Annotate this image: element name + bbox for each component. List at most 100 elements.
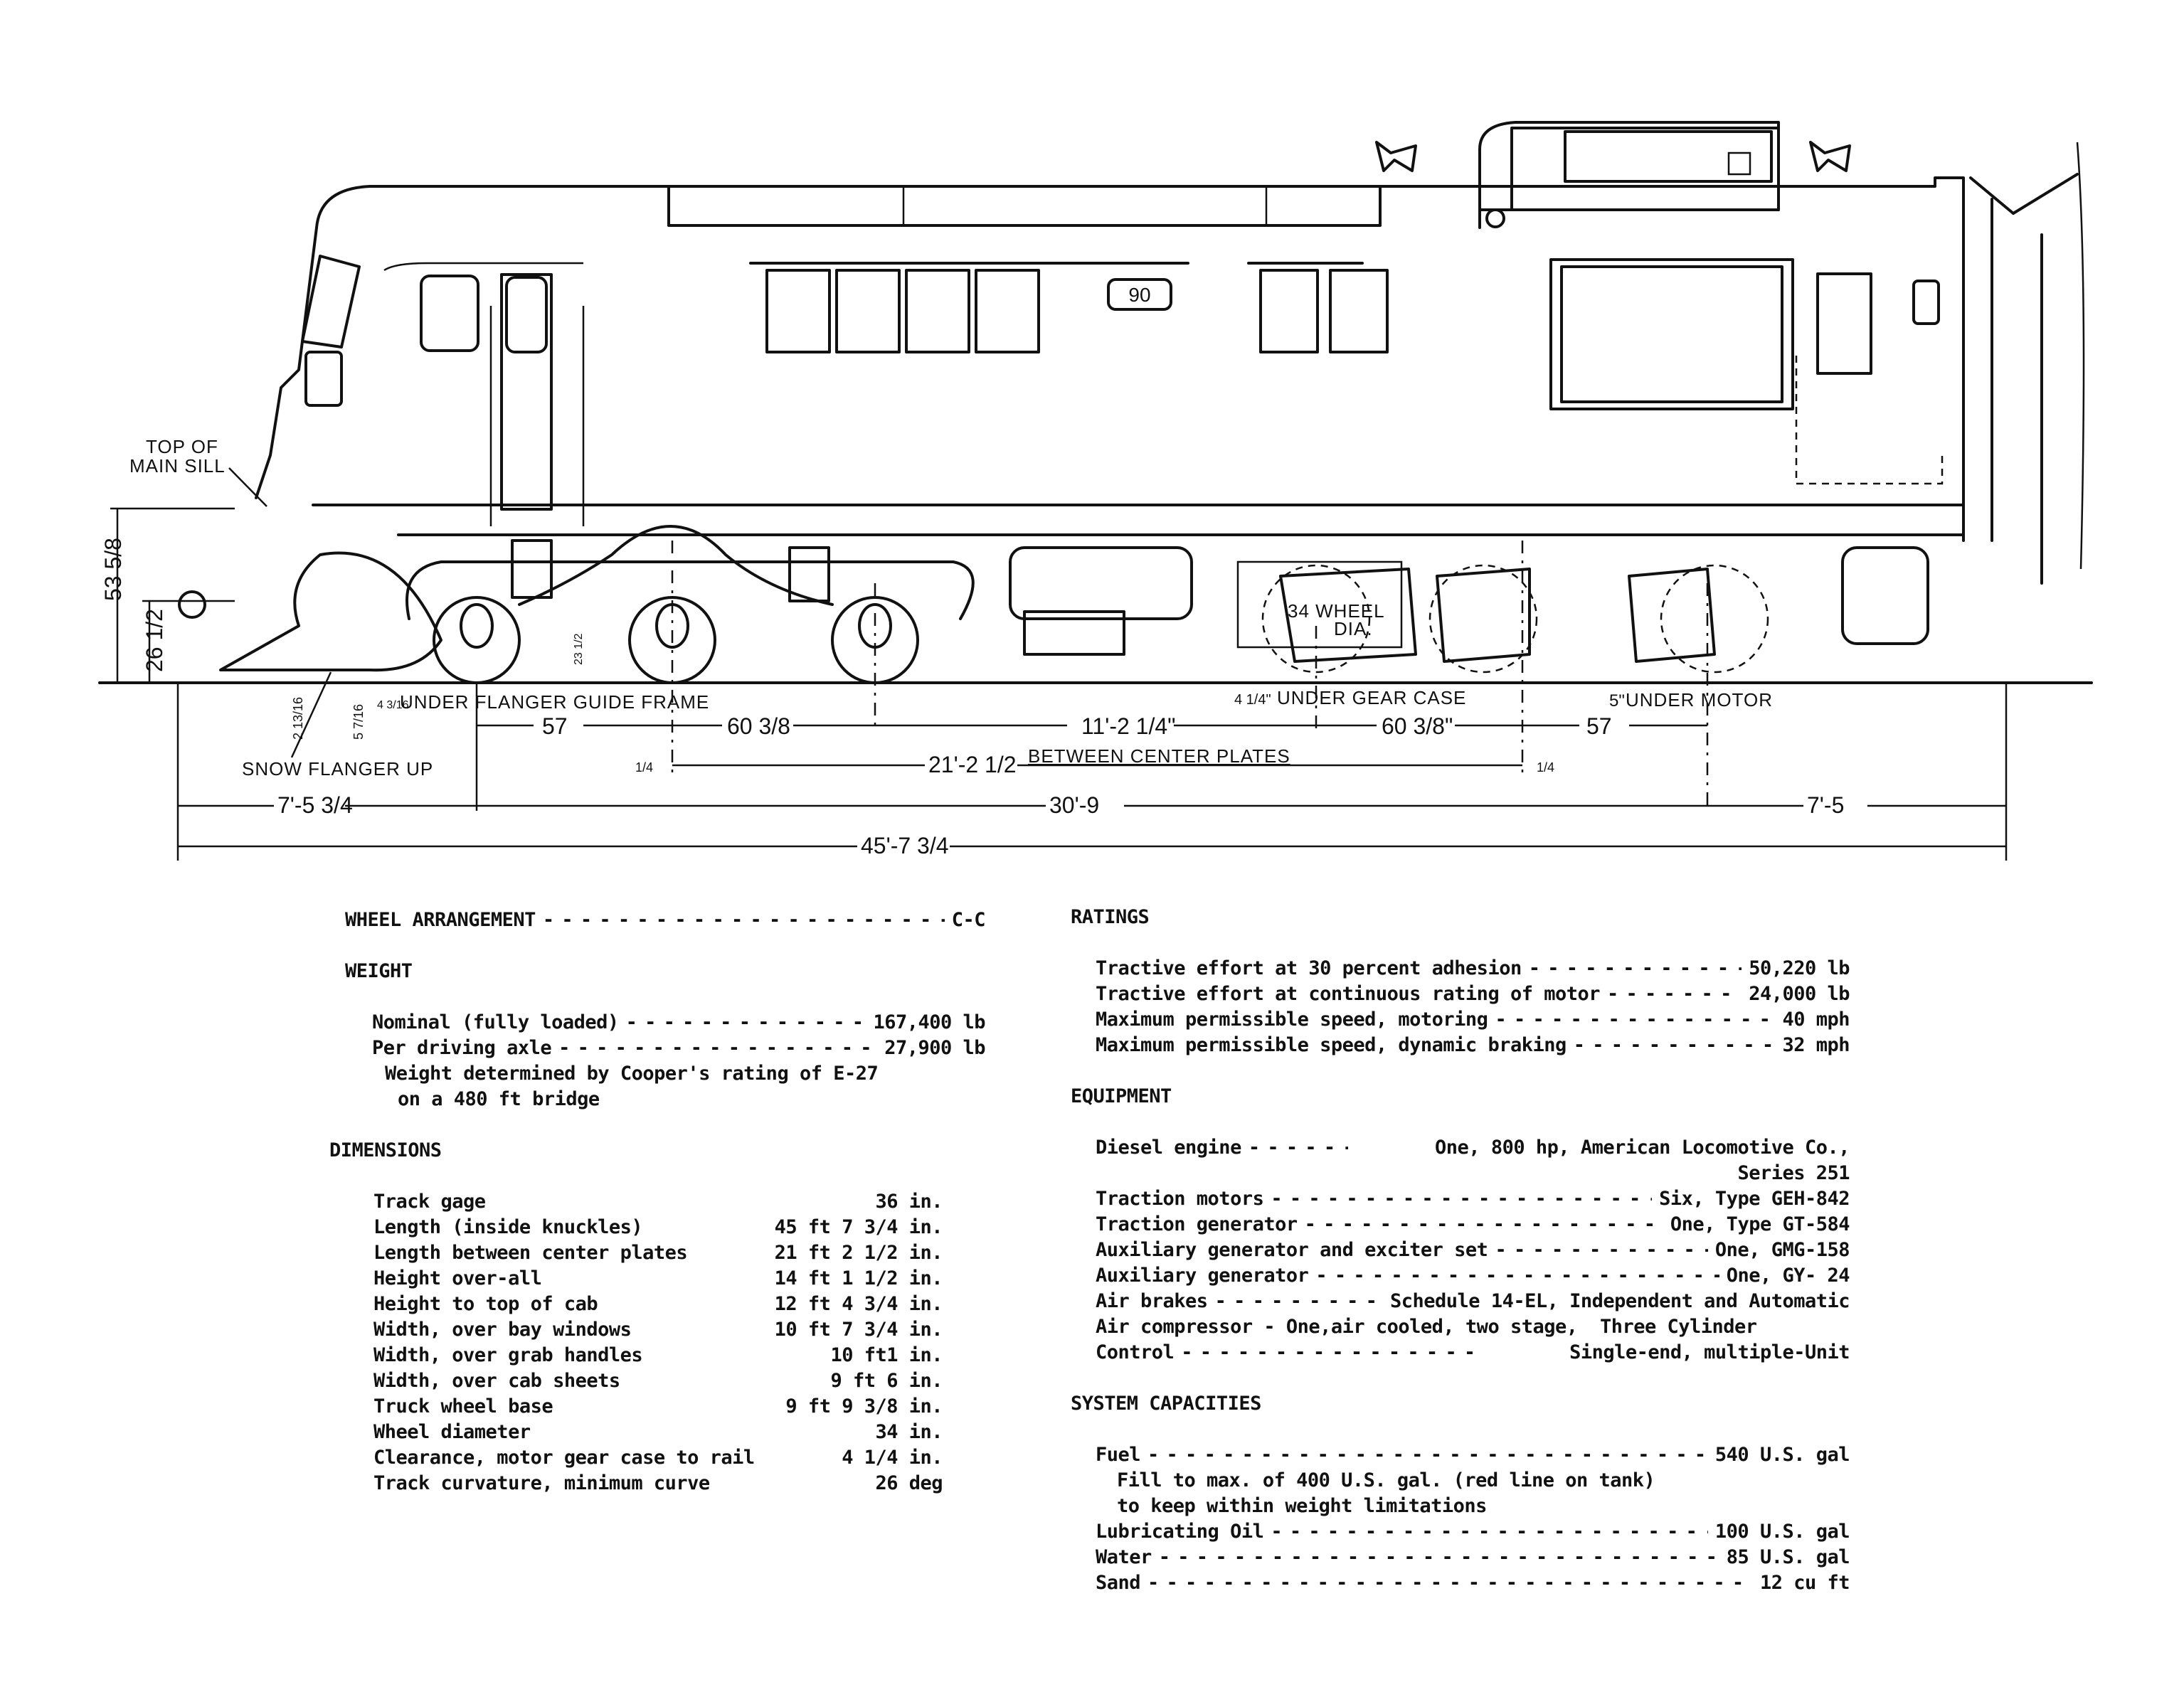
spec-label: Tractive effort at 30 percent adhesion [1096, 957, 1522, 979]
dim-overhang-rear: 7'-5 [1807, 792, 1844, 818]
leader-dots [1249, 1135, 1348, 1161]
leader-dots [1271, 1519, 1708, 1545]
leader-dots [1271, 1186, 1652, 1212]
weight-section: Nominal (fully loaded) 167,400 lb Per dr… [345, 1010, 985, 1112]
spec-label: Nominal (fully loaded) [372, 1011, 619, 1033]
leader-dots [1607, 981, 1742, 1007]
spec-label: Auxiliary generator [1096, 1265, 1309, 1287]
spec-wheel-arrangement: WHEEL ARRANGEMENT C-C [345, 908, 986, 933]
spec-row: Nominal (fully loaded) 167,400 lb [372, 1010, 985, 1036]
dim-flanger-guide: 4 3/16 [377, 699, 409, 711]
spec-value: One, GMG-158 [1714, 1239, 1850, 1261]
spec-row-control: Control Single-end, multiple-Unit [1096, 1340, 1850, 1366]
dim-height-sill: 53 5/8 [100, 538, 126, 601]
dim-truck-1-b: 60 3/8 [727, 713, 790, 739]
spec-value: Six, Type GEH-842 [1659, 1188, 1850, 1210]
leader-dots [1315, 1263, 1719, 1289]
weight-note: on a 480 ft bridge [398, 1088, 600, 1110]
equipment-section: Diesel engine One, 800 hp, American Loco… [1071, 1135, 1850, 1366]
leader-dots [1147, 1570, 1753, 1596]
ratings-section: Tractive effort at 30 percent adhesion50… [1071, 956, 1850, 1058]
spec-row: Tractive effort at 30 percent adhesion50… [1096, 956, 1850, 981]
spec-value: 85 U.S. gal [1726, 1546, 1850, 1568]
dim-flanger-clear-1: 2 13/16 [291, 697, 305, 740]
leader-dots [1215, 1289, 1383, 1314]
label-snow-flanger-up: SNOW FLANGER UP [242, 758, 433, 780]
cab-nose [301, 255, 585, 526]
spec-value: 9 ft 6 in. [830, 1370, 943, 1392]
dim-flanger-clear-2: 5 7/16 [351, 704, 366, 740]
label-top-of-main-sill-1: TOP OF [146, 436, 218, 457]
spec-row-diesel: Diesel engine One, 800 hp, American Loco… [1096, 1135, 1850, 1161]
rear-truck [1261, 564, 1769, 674]
unit-number-plate: 90 [1107, 278, 1172, 311]
snow-flanger [219, 551, 442, 672]
section-heading-ratings: RATINGS [1071, 906, 1150, 928]
spec-row: Tractive effort at continuous rating of … [1096, 981, 1850, 1007]
spacer [687, 1240, 775, 1266]
spec-value: Single-end, multiple-Unit [1569, 1341, 1850, 1363]
spec-label: Truck wheel base [373, 1395, 553, 1417]
spec-row: Traction generatorOne, Type GT-584 [1096, 1212, 1850, 1238]
annotations: TOP OF MAIN SILL SNOW FLANGER UP 4 3/16 … [129, 436, 1772, 780]
spacer [631, 1317, 774, 1343]
spec-value: 24,000 lb [1749, 983, 1850, 1005]
section-heading-capacities: SYSTEM CAPACITIES [1071, 1393, 1261, 1415]
leader-dots [558, 1036, 877, 1061]
spec-label: Traction generator [1096, 1213, 1298, 1235]
label-wheel-dia-1: 34 WHEEL [1288, 600, 1385, 622]
spec-label: Lubricating Oil [1096, 1521, 1264, 1543]
leader-dots [1495, 1007, 1775, 1033]
spec-value: 167,400 lb [873, 1011, 985, 1033]
spec-value: C-C [951, 909, 986, 931]
length-dimensions: 57 60 3/8 11'-2 1/4" 60 3/8" 57 1/4 1/4 … [178, 710, 2006, 862]
spec-value: 14 ft 1 1/2 in. [774, 1267, 943, 1289]
spec-value: 45 ft 7 3/4 in. [774, 1216, 943, 1238]
leader-dots [626, 1010, 866, 1036]
dim-quarter-left: 1/4 [635, 760, 653, 775]
spec-label: Maximum permissible speed, dynamic braki… [1096, 1034, 1567, 1056]
spec-row: Auxiliary generator and exciter setOne, … [1096, 1238, 1850, 1263]
leader-dots [1574, 1033, 1776, 1058]
dim-truck-2-a: 60 3/8" [1382, 713, 1453, 739]
spec-value: 32 mph [1782, 1034, 1850, 1056]
spec-value: One, 800 hp, American Locomotive Co., [1435, 1137, 1850, 1159]
spacer [620, 1368, 831, 1394]
dim-truck-centers-span: 30'-9 [1049, 792, 1099, 818]
spec-row: Maximum permissible speed, motoring40 mp… [1096, 1007, 1850, 1033]
front-truck [405, 525, 975, 684]
spec-value: 10 ft1 in. [830, 1344, 943, 1366]
spec-right-column: RATINGS Tractive effort at 30 percent ad… [1071, 905, 1850, 1596]
rear-cab [1375, 121, 2085, 585]
section-heading-equipment: EQUIPMENT [1071, 1085, 1172, 1107]
leader-dots [1495, 1238, 1707, 1263]
spacer [642, 1343, 830, 1368]
spec-value: 21 ft 2 1/2 in. [774, 1242, 943, 1264]
carbody [255, 176, 1965, 542]
spec-value: 12 ft 4 3/4 in. [774, 1293, 943, 1315]
spacer [541, 1266, 774, 1292]
dim-overhang-front: 7'-5 3/4 [277, 792, 353, 818]
leader-dots [1529, 956, 1742, 981]
spec-row-fuel: Fuel 540 U.S. gal [1096, 1442, 1850, 1468]
spec-row: Length (inside knuckles)45 ft 7 3/4 in. [373, 1215, 943, 1240]
spec-row: Per driving axle 27,900 lb [372, 1036, 985, 1061]
spacer [553, 1394, 785, 1420]
spec-label: Tractive effort at continuous rating of … [1096, 983, 1601, 1005]
side-windows [765, 269, 1389, 353]
label-under-gear-case: UNDER GEAR CASE [1277, 687, 1466, 708]
spec-row: Air brakesSchedule 14-EL, Independent an… [1096, 1289, 1850, 1314]
leader-dots [1305, 1212, 1663, 1238]
spec-label: Diesel engine [1096, 1137, 1241, 1159]
spec-row: Lubricating Oil100 U.S. gal [1096, 1519, 1850, 1545]
spec-value: 10 ft 7 3/4 in. [774, 1319, 943, 1341]
dim-bolster-small: 23 1/2 [573, 633, 585, 665]
spec-value: 4 1/4 in. [842, 1447, 943, 1469]
spec-row: Sand12 cu ft [1096, 1570, 1850, 1596]
